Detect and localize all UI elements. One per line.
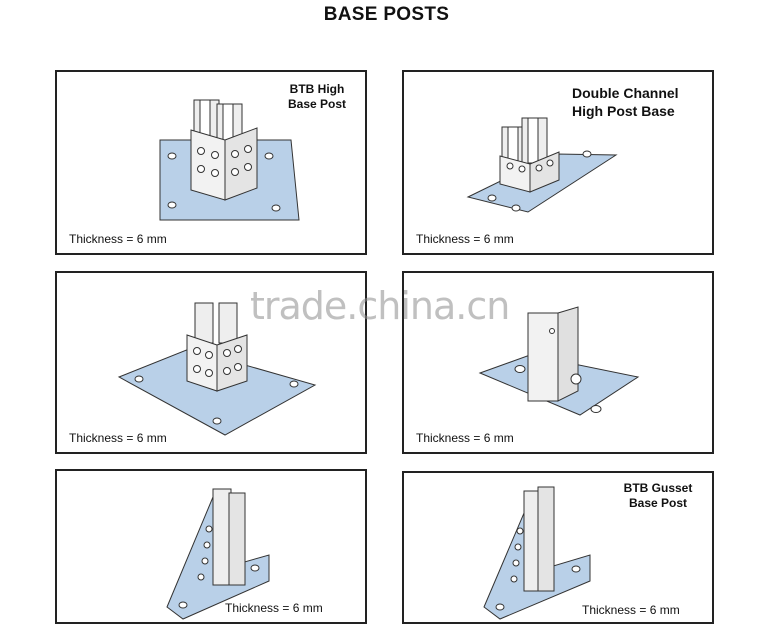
thickness-label: Thickness = 6 mm: [225, 601, 323, 615]
thickness-label: Thickness = 6 mm: [416, 431, 514, 445]
label-line: High Post Base: [572, 103, 675, 119]
label-line: Double Channel: [572, 85, 679, 101]
thickness-label: Thickness = 6 mm: [582, 603, 680, 617]
btb-high-base-post-drawing: [159, 99, 300, 221]
label-line: BTB Gusset: [623, 481, 693, 495]
thickness-label: Thickness = 6 mm: [69, 232, 167, 246]
panel-base-post-3: Thickness = 6 mm: [55, 271, 367, 454]
gusset-post-drawing: [166, 488, 270, 620]
base-post-drawing: [117, 302, 317, 436]
label-line: Base Post: [287, 97, 347, 111]
btb-gusset-post-drawing: [483, 486, 591, 620]
panel-double-channel-high-post-base: Double Channel High Post Base Thickness …: [402, 70, 714, 255]
thickness-label: Thickness = 6 mm: [69, 431, 167, 445]
panel-btb-high-base-post: BTB High Base Post Thickness = 6 mm: [55, 70, 367, 255]
label-line: Base Post: [628, 496, 688, 510]
base-post-drawing: [478, 306, 640, 416]
label-line: BTB High: [289, 82, 345, 96]
panel-label: BTB Gusset Base Post: [610, 481, 706, 511]
panel-gusset-post-5: Thickness = 6 mm: [55, 469, 367, 624]
panel-base-post-4: Thickness = 6 mm: [402, 271, 714, 454]
thickness-label: Thickness = 6 mm: [416, 232, 514, 246]
page-title: BASE POSTS: [323, 4, 450, 25]
panel-label: Double Channel High Post Base: [572, 84, 679, 120]
panel-label: BTB High Base Post: [277, 82, 357, 112]
double-channel-post-drawing: [466, 117, 618, 213]
panel-btb-gusset-base-post: BTB Gusset Base Post Thickness = 6 mm: [402, 471, 714, 624]
